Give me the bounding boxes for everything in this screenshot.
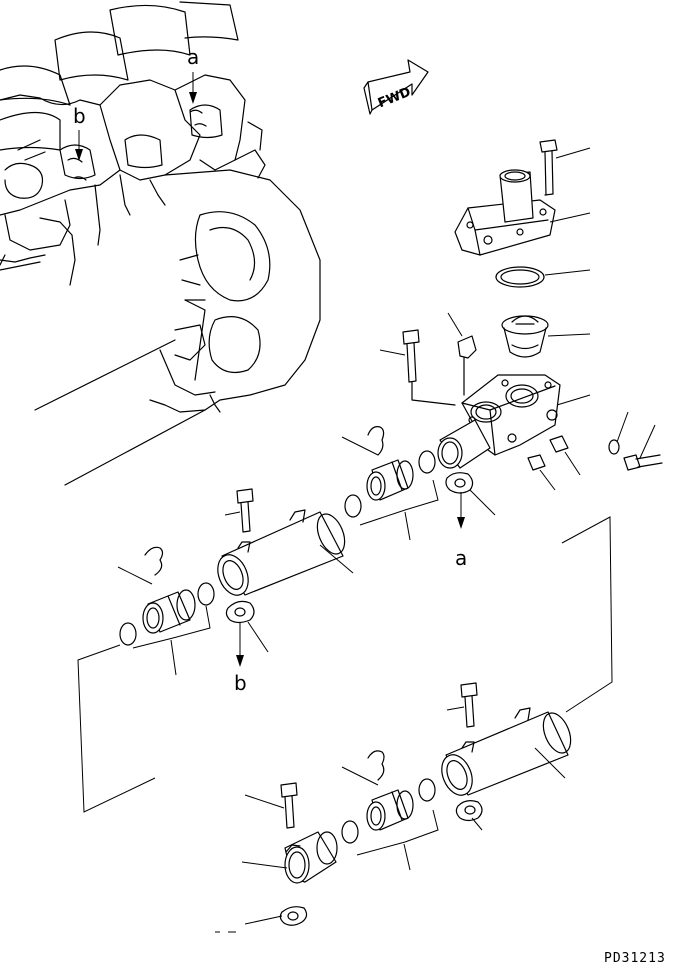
bolt-lower-right	[446, 682, 478, 728]
thermostat-cover	[454, 139, 591, 256]
gasket-b: b	[225, 600, 269, 695]
gasket-top	[495, 266, 591, 288]
svg-text:b: b	[73, 104, 86, 128]
gasket-bottom	[215, 906, 308, 933]
svg-text:a: a	[187, 45, 199, 69]
housing-plugs	[527, 411, 663, 491]
connector-upper	[341, 426, 439, 541]
ref-marker-b-top: b	[73, 104, 86, 161]
svg-text:b: b	[234, 671, 247, 695]
water-elbow	[241, 831, 338, 884]
svg-text:a: a	[455, 546, 467, 570]
thermostat-housing	[437, 374, 591, 469]
gasket-a: a	[445, 472, 496, 570]
water-pipe-middle	[217, 509, 354, 596]
bolt-middle	[224, 488, 254, 533]
svg-text:FWD: FWD	[376, 85, 413, 112]
ref-marker-a-top: a	[187, 45, 199, 104]
gasket-lower	[455, 800, 483, 831]
bolt-housing	[379, 329, 456, 406]
thermostat	[501, 315, 591, 358]
engine-block	[0, 1, 321, 486]
bolt-bottom	[244, 782, 298, 829]
fwd-arrow-icon: FWD	[363, 59, 429, 115]
drawing-code: PD31213	[604, 951, 666, 966]
connector-lower	[341, 750, 439, 871]
sensor-elbow	[447, 312, 477, 396]
routing-lines	[77, 516, 613, 813]
water-pipe-lower	[441, 707, 572, 796]
connector-left	[117, 546, 215, 676]
